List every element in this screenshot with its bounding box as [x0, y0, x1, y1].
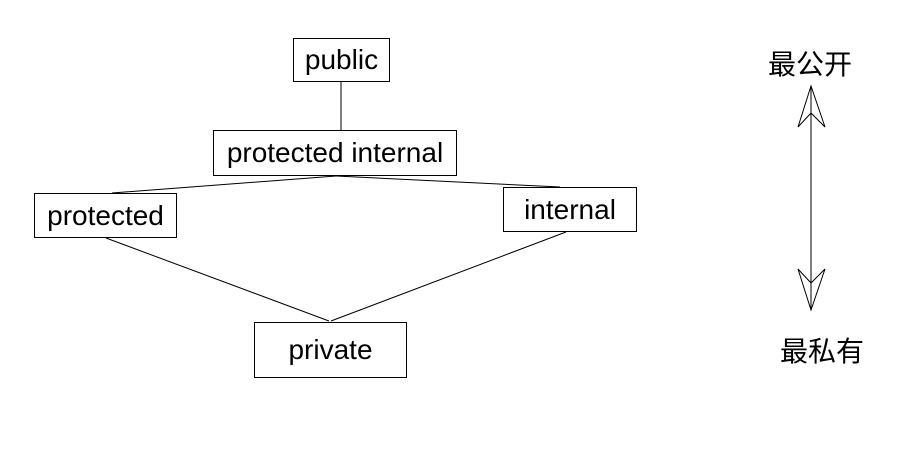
node-protected-internal-label: protected internal — [226, 137, 444, 168]
node-private-label: private — [288, 334, 373, 365]
node-public-label: public — [304, 44, 379, 75]
scale-label-most-public: 最公开 — [767, 50, 853, 81]
edge-protected-internal-internal — [335, 175, 561, 188]
node-public: public — [293, 38, 390, 82]
node-protected-internal: protected internal — [213, 130, 457, 176]
edge-protected-internal-protected — [111, 175, 337, 194]
node-protected-label: protected — [47, 199, 164, 231]
node-private: private — [254, 322, 407, 378]
node-internal: internal — [503, 187, 637, 232]
double-arrow-icon — [797, 84, 826, 312]
node-internal-label: internal — [524, 193, 616, 225]
edge-internal-private — [330, 231, 567, 322]
scale-label-most-private: 最私有 — [779, 337, 865, 368]
node-protected: protected — [34, 193, 177, 238]
edge-protected-private — [105, 237, 330, 322]
